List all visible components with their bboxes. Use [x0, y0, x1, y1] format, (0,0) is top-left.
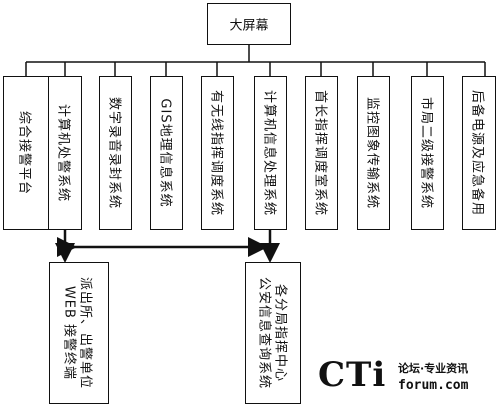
- system-box-3: 数字录音录封系统: [99, 76, 132, 230]
- system-box-8: 监控图象传输系统: [357, 76, 390, 230]
- system-box-2: 计算机处警系统: [48, 76, 82, 230]
- system-box-10: 后备电源及应急备用: [462, 76, 496, 230]
- cti-tagline: 论坛·专业资讯: [398, 362, 469, 375]
- system-label: 计算机处警系统: [55, 103, 71, 203]
- police-station-box: 派出所、出警单位 WEB 接警终端: [49, 262, 109, 404]
- system-box-4: GIS地理信息系统: [150, 76, 183, 230]
- system-label: 计算机信息处理系统: [261, 89, 276, 217]
- system-box-7: 首长指挥调度室系统: [305, 76, 338, 230]
- system-label: 有无线指挥调度系统: [208, 89, 223, 217]
- system-label: GIS地理信息系统: [157, 98, 172, 208]
- system-label: 首长指挥调度室系统: [312, 89, 327, 217]
- cti-url: forum.com: [398, 378, 469, 393]
- system-box-9: 市局二级接警系统: [411, 76, 444, 230]
- system-box-1: 综合接警平台: [3, 76, 49, 230]
- branch-command-box: 各分局指挥中心 公安信息查询系统: [245, 262, 301, 404]
- system-box-5: 有无线指挥调度系统: [201, 76, 234, 230]
- system-label: 综合接警平台: [16, 110, 32, 196]
- system-box-6: 计算机信息处理系统: [254, 76, 287, 230]
- police-station-label-2: WEB 接警终端: [61, 285, 77, 381]
- big-screen-box: 大屏幕: [207, 3, 291, 45]
- cti-logo: CTi: [318, 355, 387, 395]
- system-label: 后备电源及应急备用: [469, 89, 485, 217]
- big-screen-label: 大屏幕: [229, 18, 269, 34]
- system-label: 监控图象传输系统: [364, 96, 379, 210]
- branch-command-label-2: 公安信息查询系统: [256, 276, 272, 390]
- system-label: 数字录音录封系统: [106, 96, 121, 210]
- system-label: 市局二级接警系统: [418, 96, 433, 210]
